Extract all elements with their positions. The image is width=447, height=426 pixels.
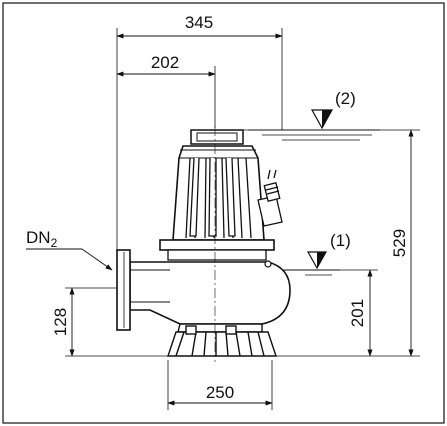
outlet-label-text: DN bbox=[26, 228, 51, 247]
dimension-201: 201 bbox=[290, 269, 378, 357]
dimension-128: 128 bbox=[51, 287, 168, 357]
water-level-1: (1) bbox=[278, 231, 351, 276]
dimension-345-label: 345 bbox=[185, 13, 213, 32]
dimension-250-label: 250 bbox=[206, 383, 234, 402]
dimension-201-label: 201 bbox=[348, 299, 367, 327]
dimension-202: 202 bbox=[116, 53, 216, 128]
dimension-202-label: 202 bbox=[151, 53, 179, 72]
outlet-flange bbox=[116, 249, 131, 331]
water-level-2: (2) bbox=[248, 89, 380, 141]
water-level-1-label: (1) bbox=[330, 231, 351, 250]
pump-volute bbox=[129, 261, 291, 325]
intermediate-flange bbox=[159, 239, 275, 251]
outlet-label: DN2 bbox=[26, 228, 113, 271]
outlet-label-subscript: 2 bbox=[51, 236, 58, 250]
dimension-128-label: 128 bbox=[51, 308, 70, 336]
dimension-529-label: 529 bbox=[390, 229, 409, 257]
pump-body bbox=[116, 126, 291, 362]
dimension-345: 345 bbox=[116, 13, 283, 250]
svg-text:DN2: DN2 bbox=[26, 228, 58, 250]
dimension-250: 250 bbox=[167, 360, 273, 410]
cable-gland bbox=[257, 169, 283, 227]
cooling-fins bbox=[185, 157, 252, 239]
water-level-2-label: (2) bbox=[335, 89, 356, 108]
pump-handle bbox=[190, 129, 244, 145]
pump-stand bbox=[167, 325, 277, 357]
